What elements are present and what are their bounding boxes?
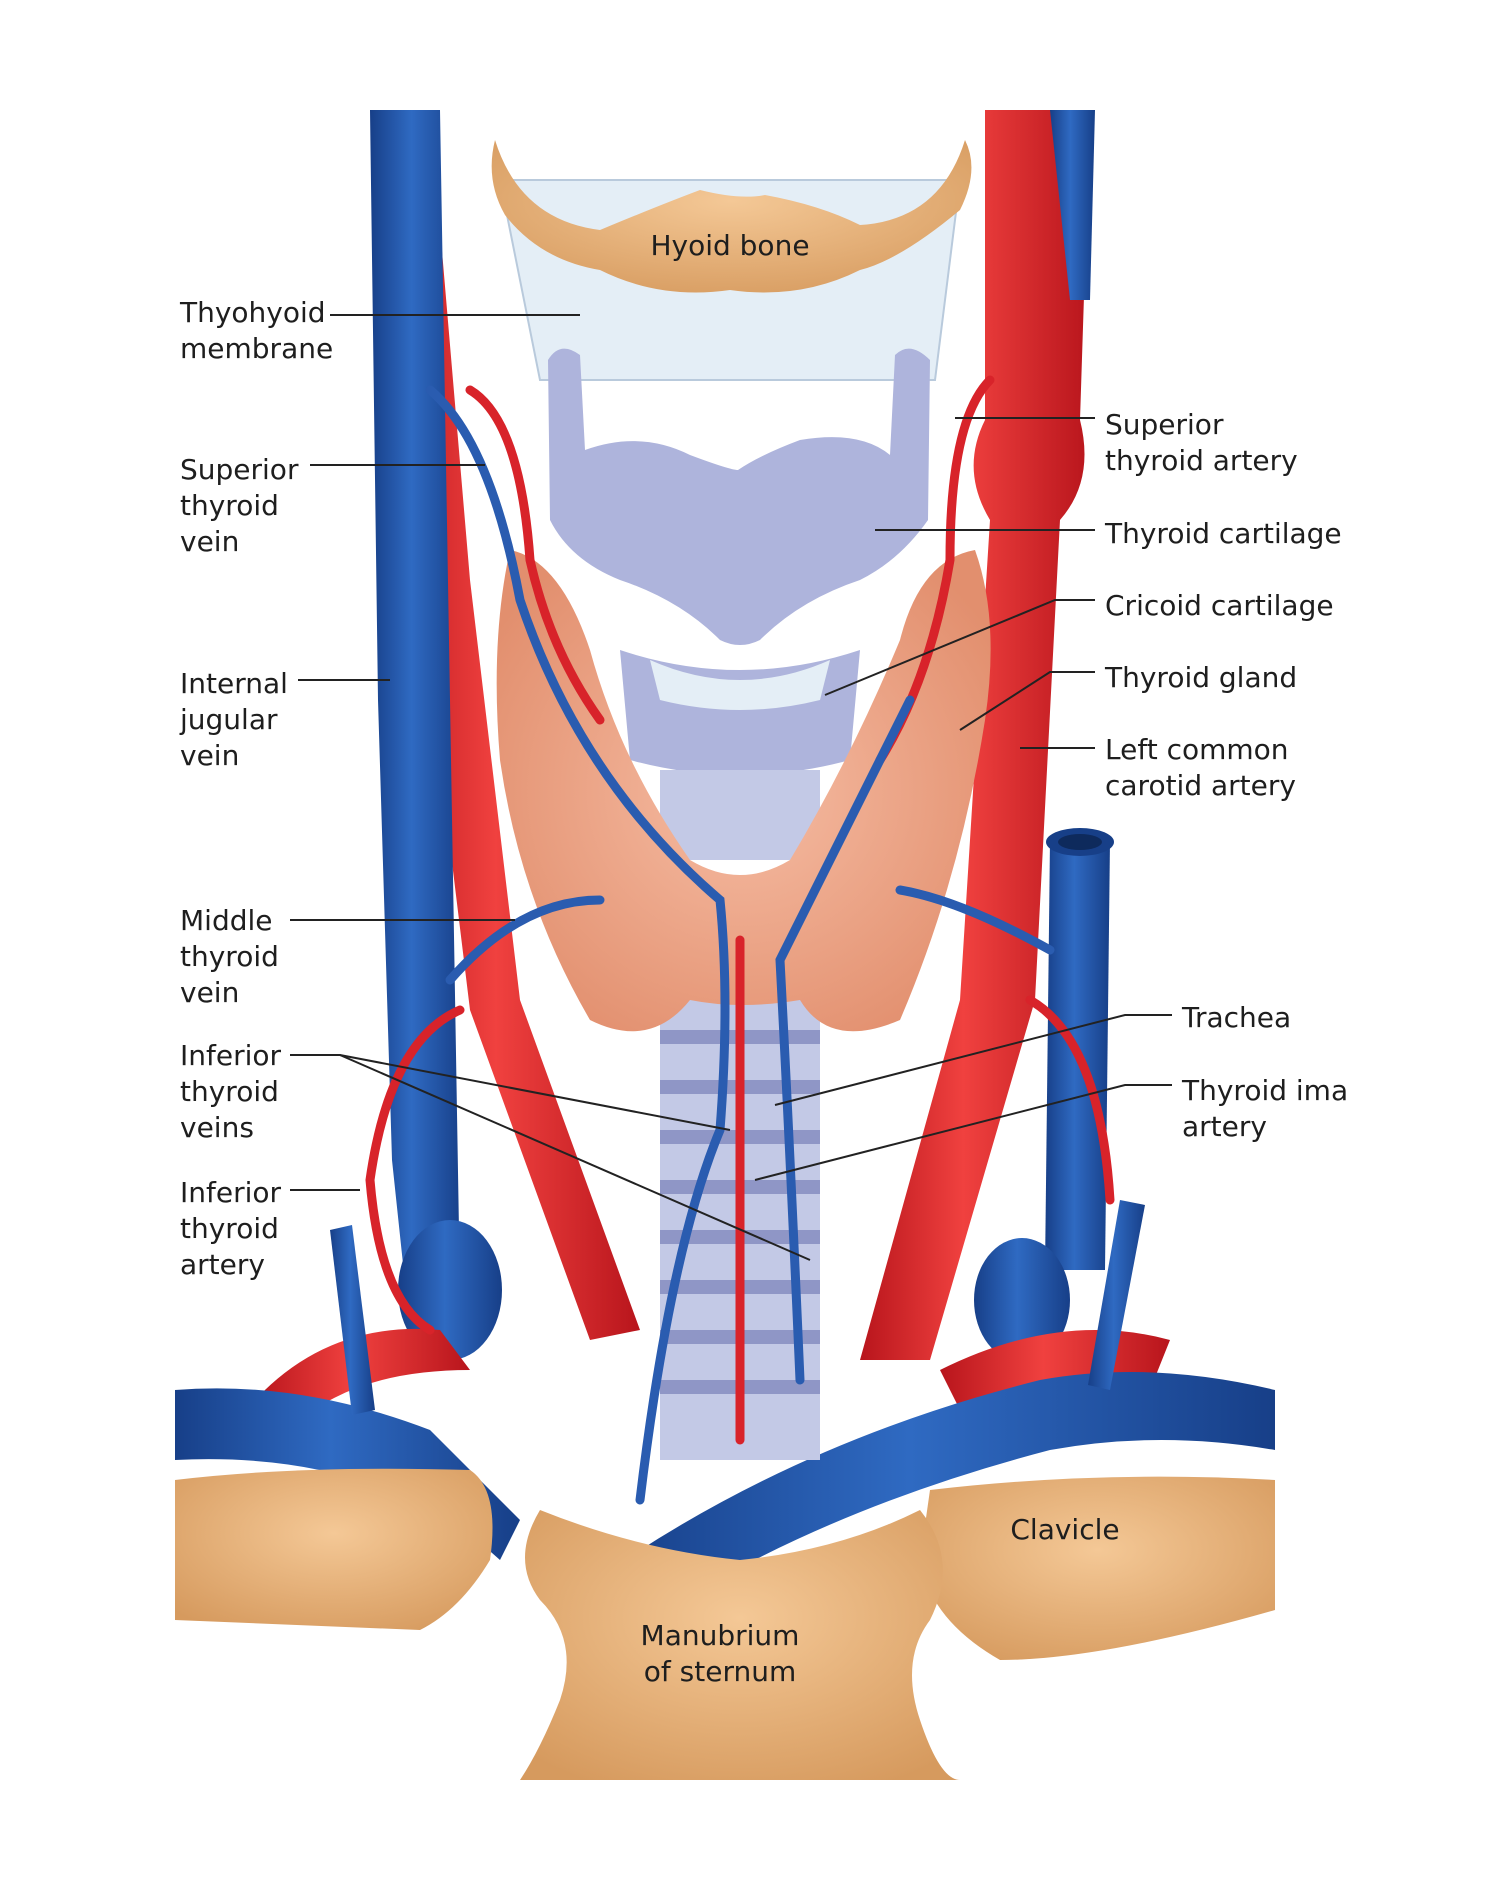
- clavicles: [175, 1468, 1275, 1660]
- label-thyroid-ima-artery: Thyroid ima artery: [1182, 1074, 1349, 1143]
- manubrium-of-sternum: [520, 1510, 960, 1780]
- hyoid-bone: [491, 140, 972, 293]
- label-cricoid-cartilage: Cricoid cartilage: [1105, 589, 1334, 622]
- label-inferior-thyroid-artery: Inferior thyroid artery: [180, 1176, 282, 1281]
- label-manubrium-of-sternum: Manubrium of sternum: [640, 1619, 800, 1688]
- label-internal-jugular-vein: Internal jugular vein: [180, 667, 288, 772]
- label-left-common-carotid-artery: Left common carotid artery: [1105, 733, 1296, 802]
- label-middle-thyroid-vein: Middle thyroid vein: [180, 904, 279, 1009]
- label-thyrohyoid-membrane: Thyohyoid membrane: [180, 296, 334, 365]
- label-inferior-thyroid-veins: Inferior thyroid veins: [180, 1039, 282, 1144]
- label-hyoid-bone: Hyoid bone: [650, 229, 810, 262]
- label-thyroid-gland: Thyroid gland: [1105, 661, 1298, 694]
- label-trachea: Trachea: [1182, 1001, 1292, 1034]
- label-clavicle: Clavicle: [1010, 1513, 1120, 1546]
- leader-lines: [290, 314, 1172, 1261]
- label-superior-thyroid-vein: Superior thyroid vein: [180, 453, 299, 558]
- left-common-carotid-artery: [860, 110, 1090, 1360]
- label-thyroid-cartilage: Thyroid cartilage: [1105, 517, 1342, 550]
- label-superior-thyroid-artery: Superior thyroid artery: [1105, 408, 1298, 477]
- thyroid-veins: [425, 385, 1055, 1505]
- thyroid-cartilage: [548, 348, 930, 645]
- thyroid-gland: [496, 550, 991, 1032]
- cricoid-cartilage: [620, 650, 860, 860]
